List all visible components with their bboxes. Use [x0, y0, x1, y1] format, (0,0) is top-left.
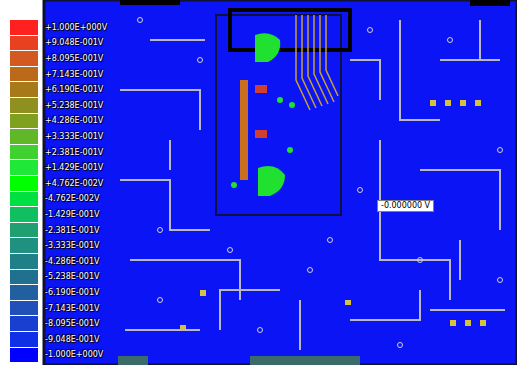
scale-value: -4.286E-001V: [45, 257, 99, 267]
scale-swatch: [10, 301, 38, 317]
scale-swatch: [10, 192, 38, 208]
scale-swatch: [10, 285, 38, 301]
scale-swatch: [10, 82, 38, 98]
scale-value: -1.000E+000V: [45, 350, 103, 360]
scale-value: -9.048E-001V: [45, 335, 99, 345]
scale-value: -8.095E-001V: [45, 319, 99, 329]
scale-swatch: [10, 129, 38, 145]
scale-swatch: [10, 238, 38, 254]
scale-swatch: [10, 114, 38, 130]
scale-value: -5.238E-001V: [45, 272, 99, 282]
scale-swatch: [10, 67, 38, 83]
scale-value: -7.143E-001V: [45, 304, 99, 314]
scale-value: +6.190E-001V: [45, 85, 103, 95]
scale-value: +2.381E-001V: [45, 148, 103, 158]
scale-value: +7.143E-001V: [45, 70, 103, 80]
scale-value: +5.238E-001V: [45, 101, 103, 111]
scale-value: -6.190E-001V: [45, 288, 99, 298]
scale-swatch: [10, 316, 38, 332]
scale-swatch: [10, 98, 38, 114]
scale-value: +3.333E-001V: [45, 132, 103, 142]
scale-swatch: [10, 145, 38, 161]
scale-value: +9.048E-001V: [45, 38, 103, 48]
scale-value: -4.762E-002V: [45, 194, 99, 204]
scale-swatch: [10, 176, 38, 192]
scale-value: +1.429E-001V: [45, 163, 103, 173]
scale-swatch: [10, 332, 38, 348]
scale-value: +1.000E+000V: [45, 23, 107, 33]
scale-swatch: [10, 223, 38, 239]
scale-value: -2.381E-001V: [45, 226, 99, 236]
scale-swatch: [10, 270, 38, 286]
scale-value: -3.333E-001V: [45, 241, 99, 251]
scale-value: +8.095E-001V: [45, 54, 103, 64]
probe-value: -0.000000 V: [377, 200, 434, 212]
scale-swatch: [10, 36, 38, 52]
scale-swatch: [10, 51, 38, 67]
color-scale: +1.000E+000V +9.048E-001V +8.095E-001V +7.1…: [0, 0, 130, 365]
scale-swatch: [10, 348, 38, 364]
scale-swatch: [10, 160, 38, 176]
scale-value: +4.762E-002V: [45, 179, 103, 189]
scale-value: +4.286E-001V: [45, 116, 103, 126]
scale-swatch: [10, 207, 38, 223]
scale-swatch: [10, 254, 38, 270]
scale-swatch: [10, 20, 38, 36]
scale-value: -1.429E-001V: [45, 210, 99, 220]
